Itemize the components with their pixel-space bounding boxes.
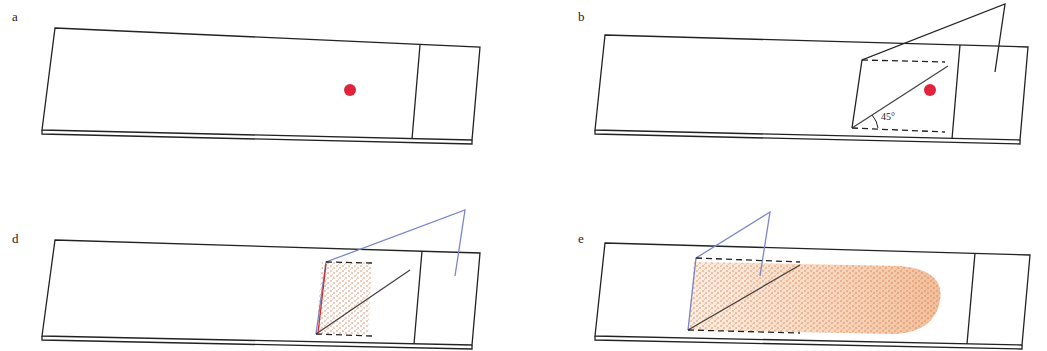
blood-smear bbox=[688, 262, 941, 334]
slide bbox=[595, 35, 1028, 144]
spreader-slide bbox=[688, 212, 800, 333]
slide bbox=[595, 243, 1030, 349]
slide bbox=[42, 28, 480, 144]
panel-letter: d bbox=[12, 232, 19, 245]
panel-letter: a bbox=[12, 10, 18, 23]
panel-letter: b bbox=[578, 10, 585, 23]
panel-letter: e bbox=[578, 232, 584, 245]
slide bbox=[42, 240, 480, 349]
spreader-slide bbox=[316, 210, 465, 336]
blood-smear bbox=[316, 262, 372, 335]
blood-drop bbox=[924, 84, 936, 96]
angle-label: 45° bbox=[880, 112, 896, 122]
blood-drop bbox=[344, 84, 356, 96]
spreader-slide bbox=[852, 4, 1005, 132]
